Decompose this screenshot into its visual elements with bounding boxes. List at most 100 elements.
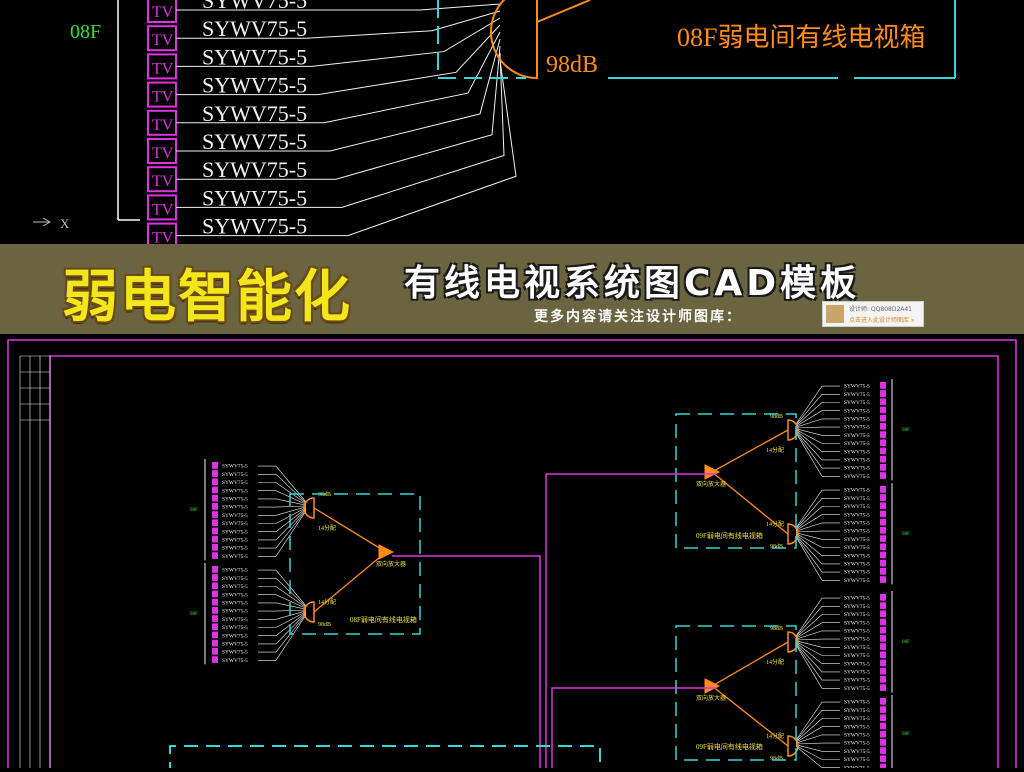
fan-cable-line (795, 644, 840, 689)
fan-cable-line (258, 465, 307, 503)
amplifier-label: 双向放大器 (696, 480, 726, 488)
cable-label: SYWV75-5 (844, 661, 870, 667)
cable-label: SYWV75-5 (222, 521, 248, 527)
tv-outlet-box (880, 763, 886, 771)
tv-outlet-box (880, 651, 886, 659)
tv-outlet-box (880, 527, 886, 534)
designer-badge[interactable]: 设计师: QQ808D2A41 点击进入此设计师图库 » (822, 301, 924, 327)
cable-label: SYWV75-5 (202, 185, 307, 210)
cabinet-08f (289, 493, 421, 635)
floor-label: 08F (902, 428, 910, 433)
cable-label: SYWV75-5 (844, 620, 870, 626)
gain-label: 98dB (770, 756, 783, 762)
cable-label: SYWV75-5 (844, 637, 870, 643)
cable-label: SYWV75-5 (844, 466, 870, 472)
tv-outlet-box (880, 494, 886, 501)
fan-cable-line (258, 612, 307, 637)
overview-drawing: SYWV75-5SYWV75-5SYWV75-5SYWV75-5SYWV75-5… (7, 339, 1017, 772)
fan-cable-line (795, 718, 840, 742)
tv-outlet-box (880, 559, 886, 567)
cable-label: SYWV75-5 (222, 568, 248, 574)
fan-cable-line (200, 38, 501, 152)
splitter-label: 14分配 (766, 658, 784, 666)
fan-cable-line (795, 428, 840, 436)
tv-outlet-box (880, 406, 886, 414)
splitter-label: 14分配 (766, 446, 784, 454)
floor-group-upper-right: SYWV75-5SYWV75-5SYWV75-5SYWV75-5SYWV75-5… (696, 379, 910, 585)
cable-label: SYWV75-5 (222, 576, 248, 582)
headend-cabinet (169, 745, 601, 772)
tv-outlet-box (880, 643, 886, 650)
cable-label: SYWV75-5 (844, 686, 870, 692)
cable-label: SYWV75-5 (222, 650, 248, 656)
cable-label: SYWV75-5 (844, 670, 870, 676)
floor-label: 08F (190, 508, 198, 513)
fan-cable-line (795, 614, 840, 638)
fan-cable-line (258, 482, 307, 504)
tv-outlet-box (880, 486, 886, 493)
cable-label: SYWV75-5 (222, 513, 248, 519)
tv-outlet-box (880, 431, 886, 438)
tv-outlet-label: TV (152, 117, 174, 134)
cable-label: SYWV75-5 (222, 617, 248, 623)
tv-outlet-box (212, 598, 218, 606)
tv-outlet-label: TV (152, 201, 174, 218)
tv-outlet-box (212, 470, 218, 477)
fan-cable-line (795, 430, 840, 453)
cable-label: SYWV75-5 (222, 625, 248, 631)
cabinet-lower-right (675, 625, 797, 761)
fan-cable-line (258, 509, 307, 549)
fan-cable-line (795, 489, 840, 529)
tv-outlet-box (212, 615, 218, 622)
fan-cable-line (795, 640, 840, 648)
tv-outlet-box (880, 739, 886, 746)
tv-outlet-box (880, 626, 886, 634)
designer-link[interactable]: 点击进入此设计师图库 » (849, 317, 915, 324)
tv-outlet-label: TV (152, 145, 174, 162)
designer-avatar (826, 305, 844, 323)
cable-label: SYWV75-5 (844, 604, 870, 610)
fan-cable-line (200, 24, 501, 96)
cable-label: SYWV75-5 (202, 0, 307, 13)
cable-label: SYWV75-5 (844, 678, 870, 684)
fan-cable-line (795, 533, 840, 548)
cable-label-list: SYWV75-5SYWV75-5SYWV75-5SYWV75-5SYWV75-5… (202, 0, 307, 239)
cable-label: SYWV75-5 (222, 488, 248, 494)
cable-label: SYWV75-5 (844, 645, 870, 651)
tv-outlet-box (212, 486, 218, 494)
cable-label: SYWV75-5 (222, 554, 248, 560)
cable-label: SYWV75-5 (844, 521, 870, 527)
floor-label: 08F (190, 612, 198, 617)
tv-outlet-box (880, 455, 886, 463)
fan-cable-line (795, 744, 840, 752)
fan-cable-line (795, 497, 840, 529)
fan-cable-line (795, 638, 840, 641)
gain-label: 98dB (318, 622, 331, 628)
trunk-08f (392, 555, 541, 772)
splitter-symbol (303, 497, 315, 519)
fan-cable-line (795, 641, 840, 656)
tv-outlet-box (212, 503, 218, 510)
tv-outlet-box (212, 582, 218, 590)
ucs-marker: X (33, 216, 70, 231)
cable-label: SYWV75-5 (222, 601, 248, 607)
tv-outlet-box (880, 602, 886, 609)
fan-cable-line (795, 385, 840, 425)
fan-cable-line (795, 418, 840, 428)
cable-label: SYWV75-5 (222, 658, 248, 664)
fan-cable-line (258, 613, 307, 653)
fan-cable-line (258, 490, 307, 505)
fan-cable-line (795, 534, 840, 557)
trunk-lower (551, 687, 716, 772)
cable-label: SYWV75-5 (844, 545, 870, 551)
fan-cable-line (795, 534, 840, 565)
fan-cable-line (795, 745, 840, 760)
gain-label: 98dB (546, 52, 598, 78)
fan-cable-line (200, 45, 501, 180)
cable-label: SYWV75-5 (844, 425, 870, 431)
cable-label: SYWV75-5 (844, 512, 870, 518)
tv-outlet-box (212, 494, 218, 502)
cable-label: SYWV75-5 (844, 458, 870, 464)
cable-label: SYWV75-5 (844, 529, 870, 535)
